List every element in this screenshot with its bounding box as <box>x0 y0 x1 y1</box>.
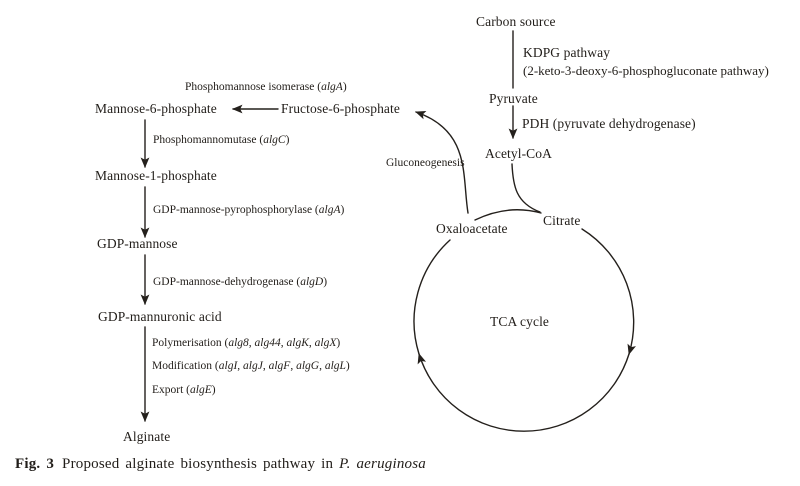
arrow-gluconeogenesis <box>415 110 469 214</box>
annotation-modification: Modification (algI, algJ, algF, algG, al… <box>152 360 350 372</box>
arc-oxaloacetate-to-citrate <box>474 209 542 221</box>
label-pdh: PDH (pyruvate dehydrogenase) <box>522 116 696 131</box>
metabolite-oxaloacetate: Oxaloacetate <box>436 221 508 236</box>
node-carbon-source: Carbon source <box>476 14 556 29</box>
annotation-export: Export (algE) <box>152 384 216 396</box>
enzyme-phosphomannomutase: Phosphomannomutase (algC) <box>153 134 290 146</box>
annotation-polymerisation: Polymerisation (alg8, alg44, algK, algX) <box>152 337 341 349</box>
metabolite-mannose-1-phosphate: Mannose-1-phosphate <box>95 168 217 183</box>
metabolite-fructose-6-phosphate: Fructose-6-phosphate <box>281 101 400 116</box>
metabolite-gdp-mannose: GDP-mannose <box>97 236 178 251</box>
label-kdpg-pathway-expansion: (2-keto-3-deoxy-6-phosphogluconate pathw… <box>523 63 769 78</box>
tca-circle-left <box>413 239 451 355</box>
enzyme-gdp-mannose-dehydrogenase: GDP-mannose-dehydrogenase (algD) <box>153 276 328 288</box>
metabolite-pyruvate: Pyruvate <box>489 91 538 106</box>
tca-circle-bottom <box>417 353 630 432</box>
enzyme-gdp-mannose-pyrophosphorylase: GDP-mannose-pyrophosphorylase (algA) <box>153 204 345 216</box>
enzyme-phosphomannose-isomerase: Phosphomannose isomerase (algA) <box>185 81 347 93</box>
line-acetylcoa-to-citrate <box>511 163 541 213</box>
metabolite-citrate: Citrate <box>543 213 581 228</box>
metabolite-gdp-mannuronic-acid: GDP-mannuronic acid <box>98 309 222 324</box>
label-gluconeogenesis: Gluconeogenesis <box>386 157 465 169</box>
metabolite-acetyl-coa: Acetyl-CoA <box>485 146 552 161</box>
metabolite-alginate: Alginate <box>123 429 171 444</box>
label-kdpg-pathway: KDPG pathway <box>523 45 611 60</box>
tca-circle-right <box>581 228 636 355</box>
metabolite-mannose-6-phosphate: Mannose-6-phosphate <box>95 101 217 116</box>
label-tca-cycle: TCA cycle <box>490 314 550 329</box>
